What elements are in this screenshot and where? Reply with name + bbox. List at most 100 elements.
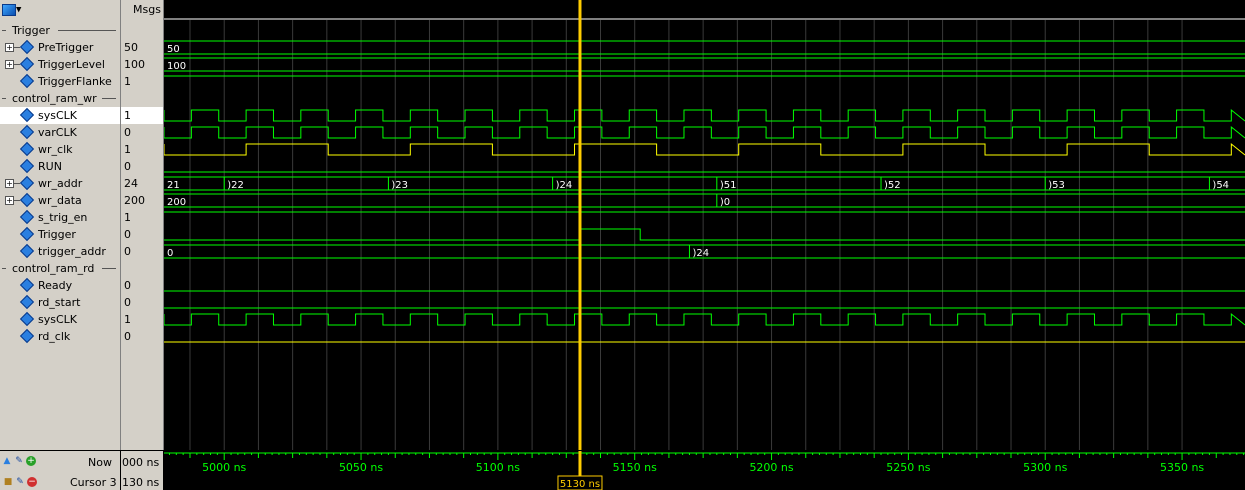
ruler-tick-label: 5000 ns <box>202 461 246 474</box>
signal-row-s-trig-en[interactable]: s_trig_en <box>0 209 120 226</box>
signal-diamond-icon <box>19 39 35 55</box>
signal-value-wr-clk: 1 <box>121 141 163 158</box>
signal-row-triggerlevel[interactable]: +TriggerLevel <box>0 56 120 73</box>
signal-row-sysclk[interactable]: sysCLK <box>0 107 120 124</box>
signal-diamond-icon <box>19 209 35 225</box>
signal-value-rd-start: 0 <box>121 294 163 311</box>
expand-icon[interactable]: + <box>5 43 14 52</box>
ruler-tick-label: 5050 ns <box>339 461 383 474</box>
signal-value-text: 0 <box>124 245 131 258</box>
signal-value-trigger-addr: 0 <box>121 243 163 260</box>
signal-row-run[interactable]: RUN <box>0 158 120 175</box>
expand-icon[interactable]: + <box>5 60 14 69</box>
expand-icon[interactable]: + <box>5 196 14 205</box>
signal-row-ready[interactable]: Ready <box>0 277 120 294</box>
signal-label: sysCLK <box>38 109 77 122</box>
dropdown-arrow-icon: ▼ <box>16 5 22 14</box>
signal-value-triggerlevel: 100 <box>121 56 163 73</box>
lock-icon[interactable]: ■ <box>3 477 13 487</box>
signal-row-trigger-addr[interactable]: trigger_addr <box>0 243 120 260</box>
layers-icon <box>2 4 16 16</box>
signal-label: s_trig_en <box>38 211 88 224</box>
bus-value-label: )54 <box>1212 180 1229 191</box>
signal-diamond-icon <box>19 73 35 89</box>
signal-label: rd_clk <box>38 330 71 343</box>
bus-value-label: )0 <box>720 197 730 208</box>
status-names: ▲ ✎ + Now ■ ✎ − Cursor 3 <box>0 451 120 490</box>
signal-label: control_ram_wr <box>12 92 97 105</box>
group-control-ram-wr[interactable]: control_ram_wr <box>0 90 120 107</box>
signal-value-text: 1 <box>124 211 131 224</box>
signal-value-text: 1 <box>124 109 131 122</box>
tree-connector <box>14 64 20 65</box>
signal-row-rd-start[interactable]: rd_start <box>0 294 120 311</box>
signal-value-text: 1 <box>124 75 131 88</box>
signal-row-varclk[interactable]: varCLK <box>0 124 120 141</box>
signal-value-text: 1 <box>124 143 131 156</box>
signal-row-sysclk[interactable]: sysCLK <box>0 311 120 328</box>
signal-diamond-icon <box>19 175 35 191</box>
signal-diamond-icon <box>19 107 35 123</box>
signal-label: Trigger <box>12 24 50 37</box>
signal-value-text: 100 <box>124 58 145 71</box>
group-control-ram-rd[interactable]: control_ram_rd <box>0 260 120 277</box>
edit-icon[interactable]: ✎ <box>15 456 23 466</box>
signal-diamond-icon <box>19 243 35 259</box>
now-label: Now <box>88 456 112 469</box>
group-trigger[interactable]: Trigger <box>0 22 120 39</box>
add-cursor-icon[interactable]: + <box>26 456 36 466</box>
expand-icon[interactable]: + <box>5 179 14 188</box>
signal-diamond-icon <box>19 294 35 310</box>
cursor-label: Cursor 3 <box>70 476 117 489</box>
signal-row-pretrigger[interactable]: + PreTrigger <box>0 39 120 56</box>
signal-value-text: 0 <box>124 330 131 343</box>
view-menu-button[interactable]: ▼ <box>2 0 30 19</box>
cursor-value: 130 ns <box>122 476 160 489</box>
signal-value-text: 0 <box>124 228 131 241</box>
signal-label: wr_clk <box>38 143 73 156</box>
signal-label: TriggerFlanke <box>38 75 112 88</box>
group-divider <box>2 98 6 99</box>
delete-cursor-icon[interactable]: − <box>27 477 37 487</box>
signal-value-rd-clk: 0 <box>121 328 163 345</box>
signal-row-wr-clk[interactable]: wr_clk <box>0 141 120 158</box>
signal-label: Ready <box>38 279 73 292</box>
signal-row-wr-data[interactable]: +wr_data <box>0 192 120 209</box>
cursor-readout: 5130 ns <box>560 479 600 490</box>
bus-value-label: 50 <box>167 44 180 55</box>
tree-connector <box>14 47 20 48</box>
signal-value-s-trig-en: 1 <box>121 209 163 226</box>
signal-value-text: 0 <box>124 296 131 309</box>
tree-connector <box>14 183 20 184</box>
zoom-icon[interactable]: ▲ <box>3 456 11 466</box>
cursor-readout-box <box>557 475 603 490</box>
signal-label: varCLK <box>38 126 77 139</box>
signal-row-trigger[interactable]: Trigger <box>0 226 120 243</box>
waveform-wr-clk <box>164 142 1245 156</box>
signal-diamond-icon <box>19 56 35 72</box>
signal-row-triggerflanke[interactable]: TriggerFlanke <box>0 73 120 90</box>
bus-value-label: )24 <box>692 248 709 259</box>
signal-value-text: 0 <box>124 126 131 139</box>
signal-value-varclk: 0 <box>121 124 163 141</box>
msgs-header: Msgs <box>133 3 161 16</box>
ruler-tick-label: 5250 ns <box>886 461 930 474</box>
cursor-edit-icon[interactable]: ✎ <box>16 477 24 487</box>
signal-value-pretrigger: 50 <box>121 39 163 56</box>
signal-row-rd-clk[interactable]: rd_clk <box>0 328 120 345</box>
bus-value-label: )23 <box>391 180 408 191</box>
bus-value-label: 200 <box>167 197 186 208</box>
bus-value-label: )53 <box>1048 180 1065 191</box>
signal-label: PreTrigger <box>38 41 94 54</box>
signal-row-wr-addr[interactable]: +wr_addr <box>0 175 120 192</box>
signal-value-sysclk: 1 <box>121 311 163 328</box>
signal-value-trigger: 0 <box>121 226 163 243</box>
signal-value-wr-data: 200 <box>121 192 163 209</box>
signal-value-wr-addr: 24 <box>121 175 163 192</box>
